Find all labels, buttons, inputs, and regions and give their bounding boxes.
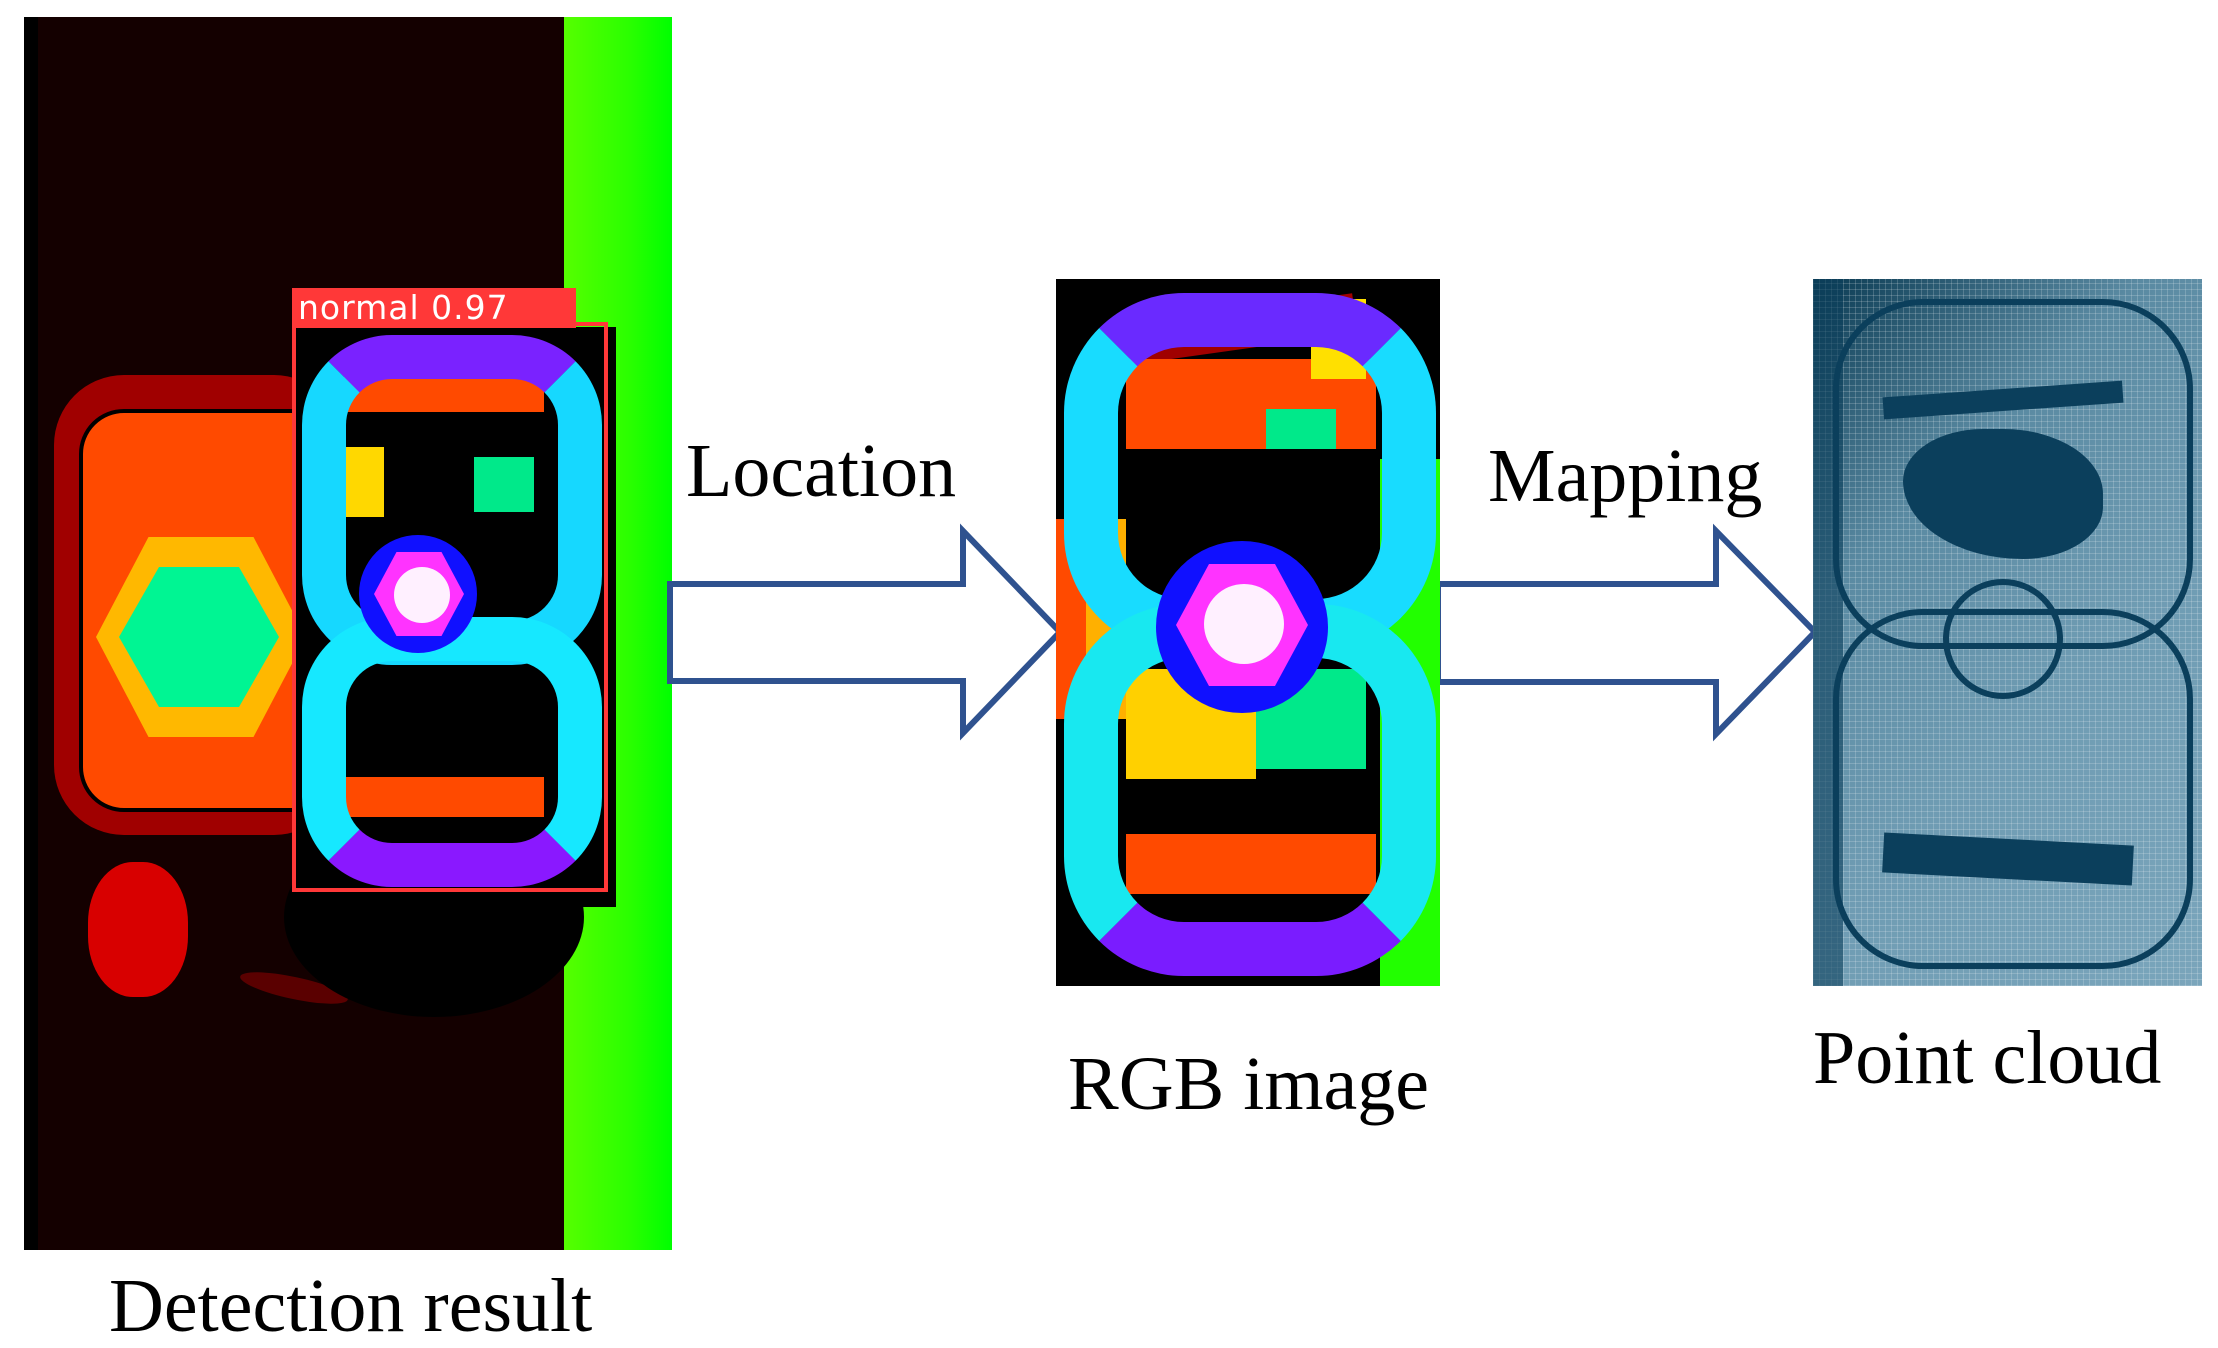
part-fill-green xyxy=(474,457,534,512)
edge-shade xyxy=(1813,279,1843,986)
caption-point-cloud: Point cloud xyxy=(1813,1016,2162,1100)
image-edge xyxy=(24,17,38,1250)
detection-label: normal 0.97 xyxy=(292,288,576,328)
rgb-image xyxy=(1056,279,1440,986)
caption-rgb-image: RGB image xyxy=(1068,1042,1429,1126)
bolt-center xyxy=(1204,584,1284,664)
detection-result-image: normal 0.97 xyxy=(24,17,672,1250)
red-blob xyxy=(88,862,188,997)
arrow-label-mapping: Mapping xyxy=(1488,434,1763,518)
caption-detection-result: Detection result xyxy=(109,1264,593,1348)
fill-green-top xyxy=(1266,409,1336,449)
bolt-center xyxy=(394,567,450,623)
arrow-label-location: Location xyxy=(686,429,957,513)
bolt-outline xyxy=(1943,579,2063,699)
point-cloud-image xyxy=(1813,279,2202,986)
